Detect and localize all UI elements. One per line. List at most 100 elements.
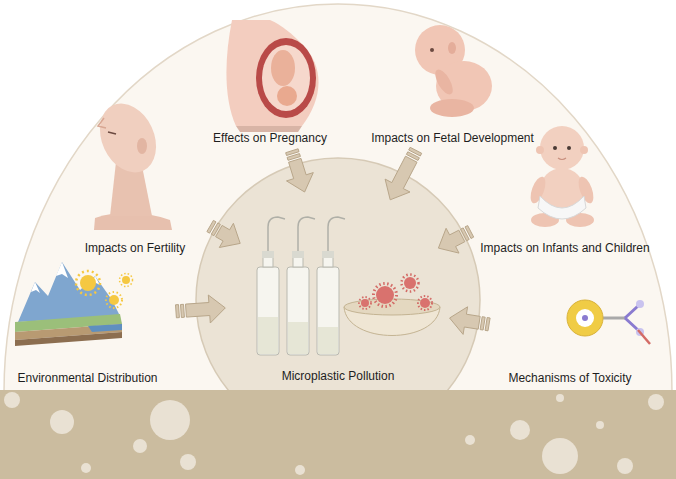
- landscape-illustration: [15, 262, 133, 346]
- bowl-illustration: [374, 284, 397, 307]
- bowl-illustration: [361, 299, 369, 307]
- landscape-illustration: [122, 276, 130, 284]
- head-illustration: [98, 118, 106, 128]
- block-arrow: [286, 149, 314, 192]
- landscape-illustration: [18, 262, 120, 322]
- arrow-part: [480, 317, 485, 330]
- ground-band: [556, 394, 564, 402]
- molecule-illustration: [582, 315, 588, 321]
- landscape-illustration: [76, 271, 100, 295]
- head-illustration: [137, 138, 147, 154]
- node-label: Effects on Pregnancy: [213, 131, 327, 145]
- arrow-part: [385, 156, 417, 200]
- bottles-illustration: [287, 267, 309, 355]
- bottles-illustration: [268, 217, 285, 251]
- block-arrow: [385, 147, 422, 200]
- arrow-part: [485, 318, 490, 331]
- ground-band: [648, 394, 664, 410]
- node-label: Impacts on Fetal Development: [371, 131, 534, 145]
- baby-illustration: [580, 146, 588, 154]
- molecule-illustration: [603, 317, 625, 320]
- ground-band: [465, 435, 475, 445]
- pregnancy-illustration: [271, 50, 295, 86]
- bottles-illustration: [323, 257, 333, 267]
- fetus-illustration: [430, 48, 434, 52]
- fetus-illustration: [430, 99, 474, 117]
- baby-illustration: [540, 126, 584, 170]
- block-arrow: [207, 220, 240, 247]
- bottles-illustration: [293, 257, 303, 267]
- landscape-illustration: [80, 275, 96, 291]
- ground-band: [180, 454, 196, 470]
- node-label: Impacts on Infants and Children: [480, 241, 649, 255]
- arrow-part: [181, 304, 185, 317]
- bowl-illustration: [359, 297, 371, 309]
- arrow-part: [176, 305, 180, 318]
- bowl-illustration: [420, 298, 430, 308]
- bottles-illustration: [257, 217, 345, 355]
- node-label: Mechanisms of Toxicity: [508, 371, 631, 385]
- baby-illustration: [528, 126, 597, 227]
- fetus-illustration: [415, 25, 492, 117]
- molecule-illustration: [625, 306, 638, 330]
- node-label: Environmental Distribution: [17, 371, 157, 385]
- baby-illustration: [558, 158, 566, 160]
- topic-node: Impacts on Fertility: [65, 110, 205, 255]
- baby-illustration: [538, 196, 586, 219]
- ground-band: [4, 392, 20, 408]
- bottles-illustration: [292, 251, 304, 258]
- bottles-illustration: [288, 322, 308, 354]
- ground-band: [542, 438, 578, 474]
- bowl-illustration: [344, 299, 440, 315]
- bottles-illustration: [328, 217, 345, 251]
- landscape-illustration: [120, 274, 133, 287]
- node-label: Impacts on Fertility: [85, 241, 186, 255]
- ground-band: [50, 410, 74, 434]
- arrow-part: [216, 223, 241, 247]
- bottles-illustration: [263, 257, 273, 267]
- bowl-illustration: [344, 275, 440, 336]
- landscape-illustration: [15, 332, 122, 346]
- molecule-illustration: [638, 330, 650, 344]
- bottles-illustration: [322, 251, 334, 258]
- head-illustration: [89, 94, 172, 230]
- block-arrow: [176, 295, 226, 323]
- bowl-illustration: [418, 296, 432, 310]
- topic-node: Effects on Pregnancy: [185, 15, 355, 145]
- ground-band: [81, 463, 91, 473]
- center-circle-node: Microplastic Pollution: [195, 157, 481, 443]
- molecule-illustration: [636, 300, 644, 308]
- molecule-illustration: [567, 300, 603, 336]
- topic-node: Environmental Distribution: [5, 250, 170, 385]
- bowl-illustration: [404, 277, 416, 289]
- ground-band: [0, 390, 676, 479]
- node-label: Microplastic Pollution: [282, 369, 395, 383]
- ground-band: [510, 420, 530, 440]
- center-circle: [196, 158, 480, 390]
- arrow-part: [186, 295, 226, 323]
- baby-illustration: [536, 146, 544, 154]
- landscape-illustration: [31, 282, 40, 293]
- landscape-illustration: [106, 292, 122, 308]
- ground-band: [150, 400, 190, 440]
- molecule-illustration: [567, 300, 650, 344]
- head-illustration: [89, 94, 167, 181]
- bottles-illustration: [258, 317, 278, 354]
- block-arrow: [450, 307, 491, 335]
- bottles-illustration: [317, 267, 339, 355]
- arrow-part: [287, 158, 314, 192]
- arrow-part: [438, 228, 464, 253]
- center-circle: [196, 158, 480, 390]
- bowl-illustration: [402, 275, 419, 292]
- ground-band: [596, 421, 604, 429]
- landscape-illustration: [56, 262, 68, 278]
- bottles-illustration: [257, 267, 279, 355]
- bottles-illustration: [318, 327, 338, 354]
- ground-band: [295, 465, 305, 475]
- pregnancy-illustration: [262, 45, 310, 111]
- block-arrow: [438, 226, 473, 254]
- topic-node: Impacts on Fetal Development: [360, 15, 545, 145]
- landscape-illustration: [109, 295, 119, 305]
